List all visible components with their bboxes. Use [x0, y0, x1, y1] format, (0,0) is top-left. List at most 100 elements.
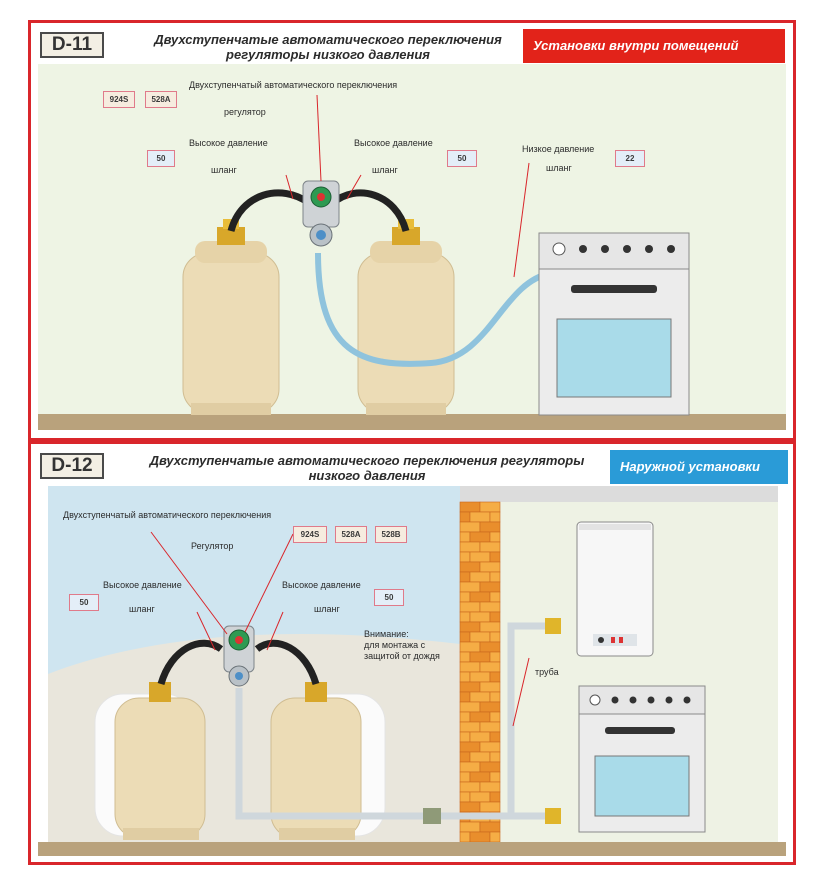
high-pressure-hose-left [227, 189, 312, 233]
regulator-code-tag: 528A [145, 91, 177, 108]
brick [479, 721, 501, 733]
brick [469, 731, 491, 743]
regulator-label-top: Двухступенчатый автоматического переключ… [63, 510, 272, 520]
panel-d12-outdoor: D-12 Двухступенчатые автоматического пер… [28, 441, 796, 865]
high-pressure-hose-right [330, 189, 410, 233]
title-line-2: низкого давления [308, 468, 426, 483]
outdoor-scene [38, 486, 786, 856]
regulator-code-tag: 528B [375, 526, 407, 543]
brick [469, 791, 491, 803]
brick [459, 601, 481, 613]
left-hose-code-tag: 50 [69, 594, 99, 611]
brick [489, 671, 501, 683]
brick [469, 831, 491, 843]
rain-protection-note: Внимание: для монтажа с защитой от дождя [364, 629, 460, 662]
brick [479, 541, 501, 553]
changeover-regulator [302, 180, 340, 247]
left-hose-label-top: Высокое давление [103, 580, 182, 590]
brick [459, 771, 471, 783]
brick [479, 601, 501, 613]
brick [489, 791, 501, 803]
brick [489, 751, 501, 763]
gas-cylinder-right [270, 682, 386, 840]
brick [469, 771, 491, 783]
regulator-label-bottom: Регулятор [191, 541, 234, 551]
brick [489, 771, 501, 783]
brick [469, 611, 491, 623]
brick [459, 591, 471, 603]
brick [479, 681, 501, 693]
brick [469, 511, 491, 523]
pipe-label: труба [535, 667, 559, 677]
brick [489, 531, 501, 543]
regulator-code-tag: 924S [293, 526, 327, 543]
brick [459, 801, 481, 813]
gas-cylinder-left [94, 682, 206, 840]
note-line-3: защитой от дождя [364, 651, 440, 661]
right-hose-label-top: Высокое давление [282, 580, 361, 590]
indoor-banner: Установки внутри помещений [523, 29, 785, 63]
brick [489, 731, 501, 743]
brick [469, 531, 491, 543]
left-hose-label-top: Высокое давление [189, 138, 268, 148]
brick [489, 551, 501, 563]
brick [459, 511, 471, 523]
brick [459, 781, 481, 793]
valve-heater [545, 618, 561, 634]
brick [459, 681, 481, 693]
gas-stove [538, 232, 690, 416]
diagram-code: D-12 [40, 453, 104, 479]
floor [38, 842, 786, 856]
floor [38, 414, 786, 430]
right-hose-label-bottom: шланг [314, 604, 340, 614]
brick [469, 651, 491, 663]
brick [459, 581, 481, 593]
brick [459, 631, 471, 643]
brick [459, 821, 481, 833]
brick [489, 511, 501, 523]
water-heater [576, 521, 654, 657]
diagram-title: Двухступенчатые автоматического переключ… [128, 32, 528, 62]
right-hose-label-top: Высокое давление [354, 138, 433, 148]
brick [459, 721, 481, 733]
brick [489, 831, 501, 843]
valve-stove [545, 808, 561, 824]
brick [489, 711, 501, 723]
brick [459, 641, 481, 653]
brick [489, 591, 501, 603]
gas-stove [578, 685, 706, 833]
brick [479, 761, 501, 773]
high-pressure-hose-right [254, 639, 320, 686]
brick [489, 611, 501, 623]
brick [489, 691, 501, 703]
brick [469, 571, 491, 583]
brick [459, 521, 481, 533]
indoor-scene [38, 64, 786, 430]
left-hose-code-tag: 50 [147, 150, 175, 167]
brick [459, 561, 481, 573]
right-hose-label-bottom: шланг [372, 165, 398, 175]
gas-pipe-indoor [501, 622, 551, 820]
gas-pipe-outdoor [235, 688, 501, 820]
regulator-code-tag: 528A [335, 526, 367, 543]
brick [459, 571, 471, 583]
brick [459, 761, 481, 773]
brick [459, 831, 471, 843]
brick [479, 621, 501, 633]
brick [459, 671, 471, 683]
brick [459, 711, 471, 723]
brick [489, 651, 501, 663]
brick [459, 741, 481, 753]
brick [469, 671, 491, 683]
brick [459, 611, 471, 623]
brick [459, 551, 471, 563]
left-hose-label-bottom: шланг [129, 604, 155, 614]
changeover-regulator [223, 625, 255, 687]
brick [479, 741, 501, 753]
brick [479, 501, 501, 513]
brick [469, 631, 491, 643]
valve [423, 808, 441, 824]
brick [479, 801, 501, 813]
gas-cylinder-left [182, 219, 280, 415]
brick [459, 661, 481, 673]
